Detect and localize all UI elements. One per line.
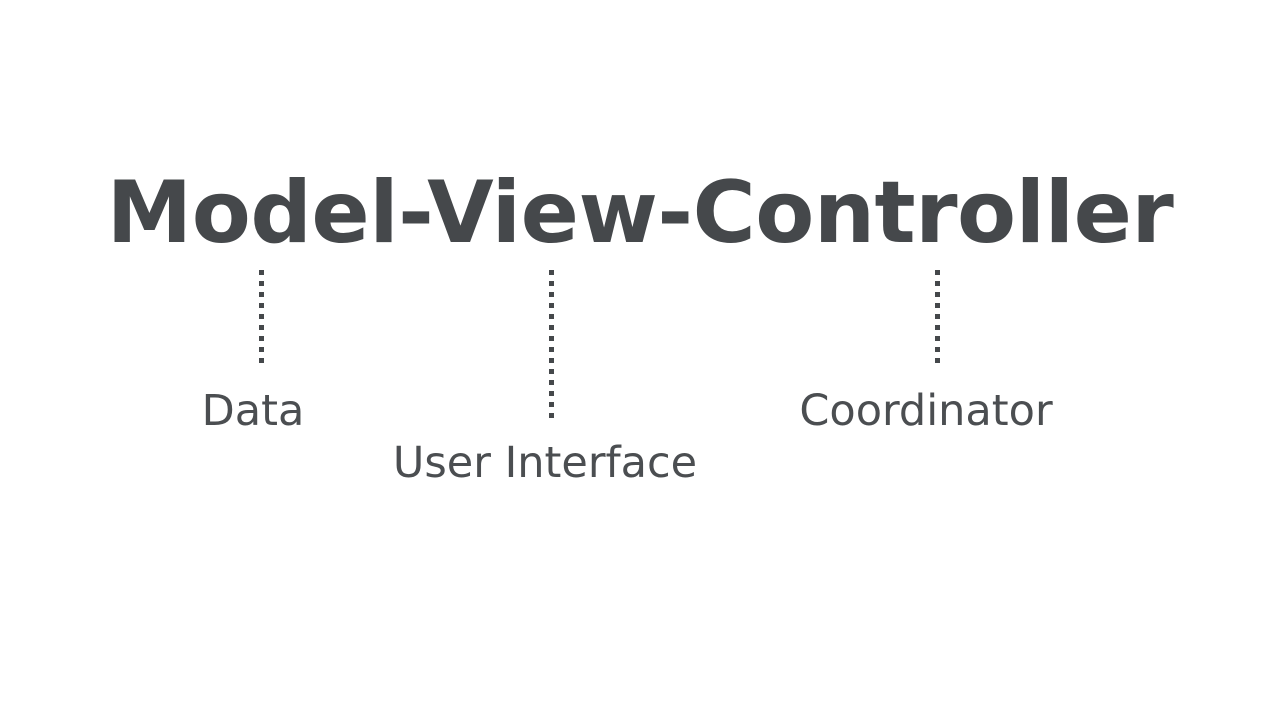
label-coordinator: Coordinator [799,386,1053,436]
connector-line-controller [935,270,940,367]
page-title: Model-View-Controller [106,163,1174,263]
connector-line-view [549,270,554,418]
label-user-interface: User Interface [392,438,698,488]
label-data: Data [201,386,305,436]
connector-line-model [259,270,264,367]
